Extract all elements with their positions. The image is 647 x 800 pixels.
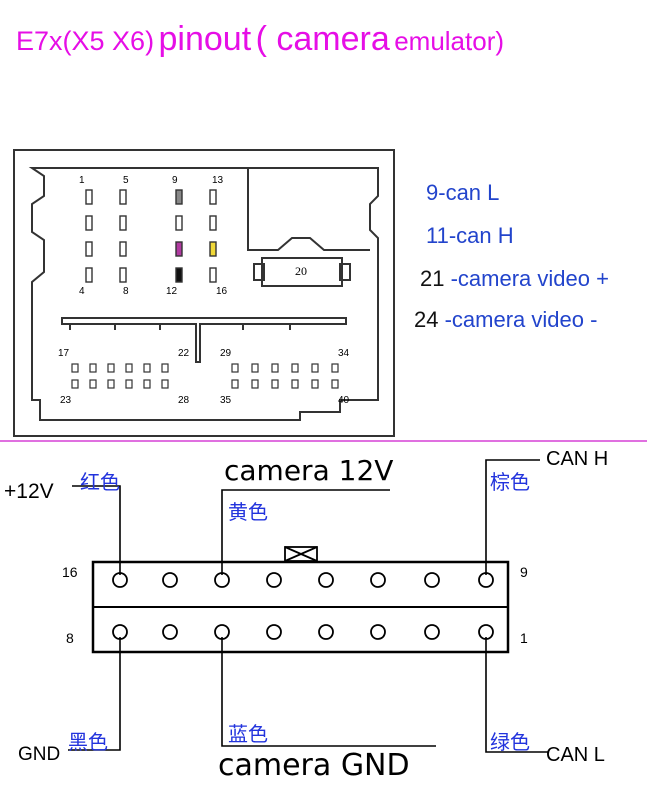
legend-can-h: 11-can H xyxy=(426,223,514,249)
pin-label-4: 4 xyxy=(79,286,85,297)
legend-can-l: 9-can L xyxy=(426,180,499,206)
pin-label-1: 1 xyxy=(79,175,85,186)
label-red: 红色 xyxy=(80,470,120,494)
wire-can-h xyxy=(485,459,540,575)
legend-num: 11 xyxy=(426,223,449,248)
label-blue: 蓝色 xyxy=(228,722,268,746)
title-model: E7x(X5 X6) xyxy=(16,26,155,56)
label-plus-12v: +12V xyxy=(4,480,54,503)
page-title: E7x(X5 X6) pinout ( camera emulator) xyxy=(16,22,504,56)
wire-camera-12v xyxy=(221,489,390,575)
wire-camera-gnd xyxy=(221,637,436,747)
pin-label-17: 17 xyxy=(58,348,70,359)
label-black: 黑色 xyxy=(68,730,108,754)
block-20-left-tab xyxy=(253,263,265,281)
label-pin-8: 8 xyxy=(66,630,74,646)
legend-num: 9 xyxy=(426,180,439,205)
pin-label-8: 8 xyxy=(123,286,129,297)
connector-latch-outline xyxy=(247,168,370,251)
legend-video-plus: 21 -camera video + xyxy=(420,266,609,292)
connector-rib-teeth xyxy=(69,324,291,330)
connector-key-rib xyxy=(61,317,347,363)
connector-outer-frame xyxy=(13,149,395,437)
pin-label-22: 22 xyxy=(178,348,190,359)
pin-12-black xyxy=(175,267,183,283)
legend-text: -camera video - xyxy=(444,307,598,332)
pin-label-28: 28 xyxy=(178,395,190,406)
pin-9-grey xyxy=(175,189,183,205)
harness-latch xyxy=(284,546,318,562)
title-pinout: pinout xyxy=(158,20,252,58)
pin-label-34: 34 xyxy=(338,348,350,359)
title-emulator: emulator) xyxy=(394,26,505,56)
label-camera-gnd: camera GND xyxy=(218,748,410,783)
pin-label-23: 23 xyxy=(60,395,72,406)
block-20-right-tab xyxy=(339,263,351,281)
pin-label-16: 16 xyxy=(216,286,228,297)
label-camera-12v: camera 12V xyxy=(224,454,394,487)
upper-pin-slots xyxy=(85,189,217,283)
pin-label-9: 9 xyxy=(172,175,178,186)
wire-can-l xyxy=(485,637,548,753)
label-can-h: CAN H xyxy=(546,448,609,470)
pin-label-12: 12 xyxy=(166,286,178,297)
legend-text: -camera video + xyxy=(450,266,609,291)
legend-text: -can H xyxy=(448,223,514,248)
label-yellow: 黄色 xyxy=(228,500,268,524)
block-20-label: 20 xyxy=(295,264,307,278)
label-pin-1: 1 xyxy=(520,630,528,646)
pin-label-5: 5 xyxy=(123,175,129,186)
legend-video-minus: 24 -camera video - xyxy=(414,307,597,333)
harness-wires xyxy=(68,459,548,753)
label-gnd: GND xyxy=(18,744,61,765)
harness-pin-circles xyxy=(112,572,494,640)
pin-label-35: 35 xyxy=(220,395,232,406)
pin-label-40: 40 xyxy=(338,395,350,406)
connector-housing-outline xyxy=(28,167,379,421)
label-pin-9: 9 xyxy=(520,564,528,580)
label-can-l: CAN L xyxy=(546,744,605,766)
pin-label-13: 13 xyxy=(212,175,224,186)
wire-12v xyxy=(72,485,121,575)
label-green: 绿色 xyxy=(490,730,530,754)
wire-gnd xyxy=(68,637,121,751)
legend-num: 24 xyxy=(414,307,439,332)
pin-label-29: 29 xyxy=(220,348,232,359)
pin-15-yellow xyxy=(209,241,217,257)
title-camera: ( camera xyxy=(255,20,390,58)
pin-11-purple xyxy=(175,241,183,257)
label-brown: 棕色 xyxy=(490,470,530,494)
legend-text: -can L xyxy=(438,180,500,205)
lower-pin-slots xyxy=(71,363,339,389)
block-20-housing xyxy=(261,257,343,287)
label-pin-16: 16 xyxy=(62,564,78,580)
legend-num: 21 xyxy=(420,266,445,291)
